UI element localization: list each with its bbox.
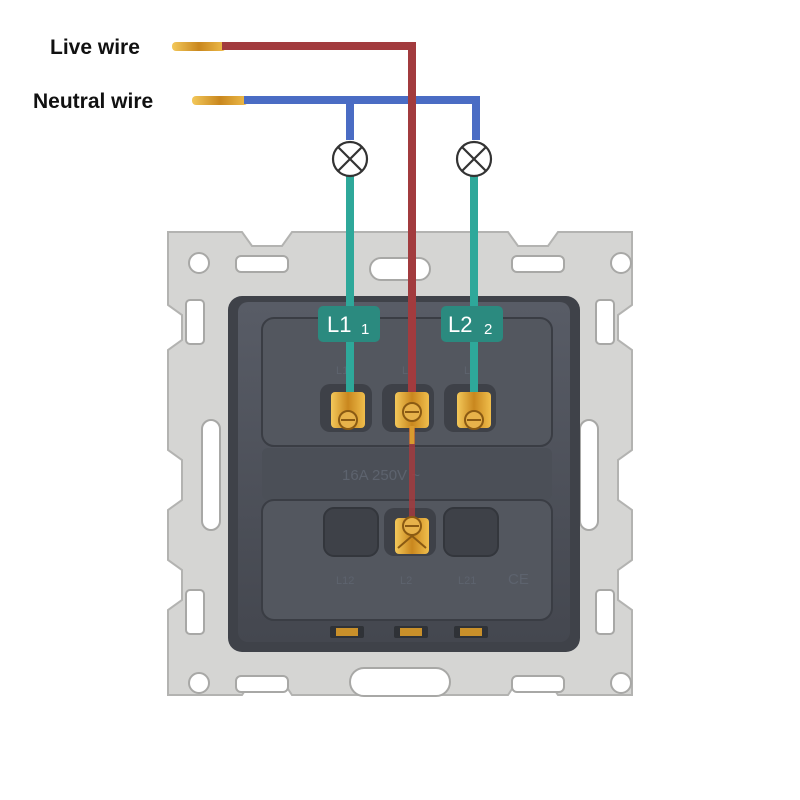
terminal-marking-bottom: L12 — [336, 575, 354, 587]
terminal-marking-bottom: L21 — [458, 575, 476, 587]
badge-l1-label: L1 — [327, 312, 351, 337]
ce-marking: CE — [508, 571, 529, 588]
terminal-l2 — [457, 392, 491, 430]
neutral-wire-copper-end — [192, 96, 248, 105]
rating-marking: 16A 250V ~ — [342, 467, 420, 484]
neutral-wire — [244, 96, 480, 140]
lamp-icon — [331, 140, 369, 178]
terminal-marking-top: L — [402, 365, 408, 377]
mount-slot — [185, 589, 205, 635]
mount-slot — [349, 667, 451, 697]
badge-l2-label: L2 — [448, 312, 472, 337]
mount-slot — [235, 675, 289, 693]
badge-l1-sub: 1 — [361, 321, 369, 338]
terminal-marking-bottom: L2 — [400, 575, 412, 587]
lamp-icon — [455, 140, 493, 178]
neutral-wire-label: Neutral wire — [33, 90, 153, 113]
terminal-marking-top: L1 — [336, 365, 348, 377]
terminal-l — [395, 392, 429, 444]
mount-hole — [610, 672, 632, 694]
mount-slot — [595, 589, 615, 635]
mount-slot — [511, 675, 565, 693]
mount-hole — [188, 672, 210, 694]
badge-l2-sub: 2 — [484, 321, 492, 338]
mount-slot — [185, 299, 205, 345]
mount-slot — [201, 419, 221, 531]
mount-slot — [511, 255, 565, 273]
badge-l2: L2 2 — [441, 306, 503, 342]
mount-slot — [369, 257, 431, 281]
mount-hole — [610, 252, 632, 274]
live-wire-label: Live wire — [50, 36, 140, 59]
terminal-l2-bottom — [395, 516, 429, 554]
live-wire-copper-end — [172, 42, 226, 51]
mount-slot — [235, 255, 289, 273]
mount-slot — [579, 419, 599, 531]
badge-l1: L1 1 — [318, 306, 380, 342]
mount-hole — [188, 252, 210, 274]
terminal-l1 — [331, 392, 365, 430]
mount-slot — [595, 299, 615, 345]
